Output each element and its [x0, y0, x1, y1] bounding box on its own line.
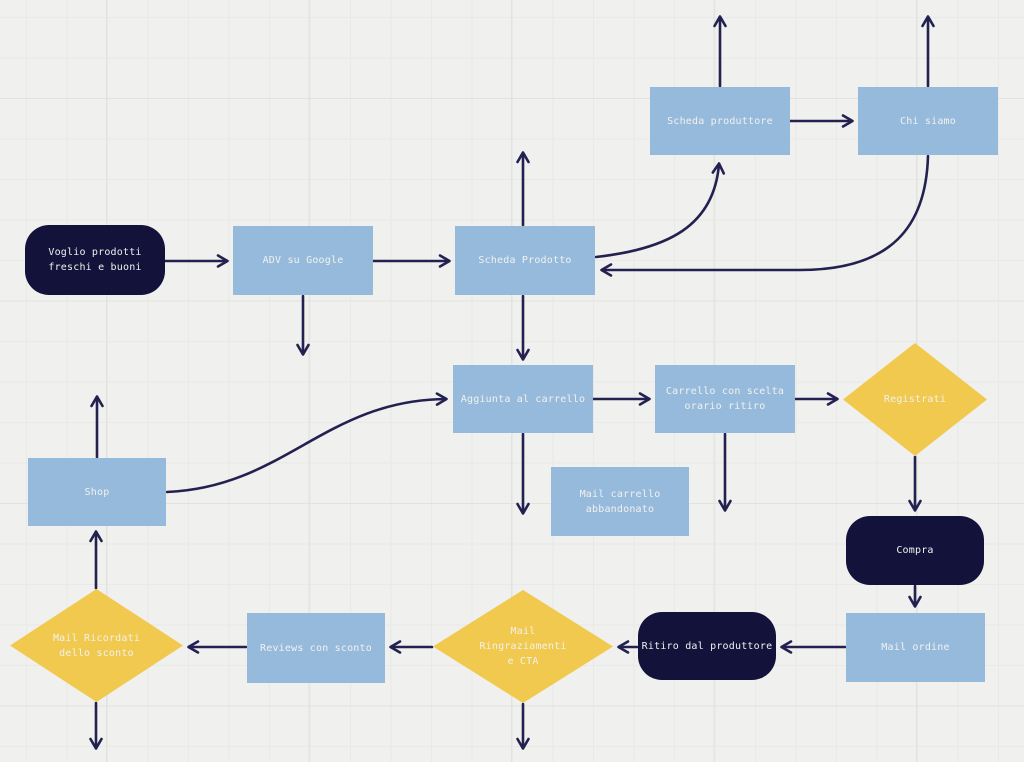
- node-label: Aggiunta al carrello: [460, 393, 586, 405]
- node-reviews-con-sconto[interactable]: Reviews con sconto: [247, 613, 385, 683]
- node-label: ADV su Google: [262, 255, 344, 266]
- node-label: Carrello con scelta orario ritiro: [665, 386, 785, 412]
- node-label: Reviews con sconto: [260, 642, 372, 654]
- node-aggiunta-al-carrello[interactable]: Aggiunta al carrello: [453, 365, 593, 433]
- node-label: Voglio prodotti freschi e buoni: [48, 247, 142, 273]
- node-shop[interactable]: Shop: [28, 458, 166, 526]
- node-registrati[interactable]: Registrati: [843, 343, 987, 456]
- node-label: Ritiro dal produttore: [641, 640, 773, 652]
- node-label: Chi siamo: [900, 115, 956, 127]
- node-carrello-scelta-orario[interactable]: Carrello con scelta orario ritiro: [655, 365, 795, 433]
- node-label: Scheda produttore: [667, 115, 773, 127]
- node-mail-ricordati-sconto[interactable]: Mail Ricordati dello sconto: [10, 589, 183, 702]
- node-mail-ringraziamenti-cta[interactable]: Mail Ringraziamenti e CTA: [433, 590, 613, 703]
- node-compra[interactable]: Compra: [846, 516, 984, 585]
- node-label: Mail carrello abbandonato: [579, 488, 661, 515]
- node-label: Mail Ringraziamenti e CTA: [479, 626, 567, 667]
- node-mail-ordine[interactable]: Mail ordine: [846, 613, 985, 682]
- node-ritiro-dal-produttore[interactable]: Ritiro dal produttore: [638, 612, 776, 680]
- node-label: Shop: [84, 486, 110, 498]
- node-voglio-prodotti[interactable]: Voglio prodotti freschi e buoni: [25, 225, 165, 295]
- node-mail-carrello-abbandonato[interactable]: Mail carrello abbandonato: [551, 467, 689, 536]
- node-scheda-produttore[interactable]: Scheda produttore: [650, 87, 790, 155]
- arrow-shop-to-aggiunta-curve: [165, 392, 448, 494]
- node-label: Mail ordine: [881, 642, 950, 653]
- node-scheda-prodotto[interactable]: Scheda Prodotto: [455, 226, 595, 295]
- node-label: Scheda Prodotto: [478, 255, 572, 266]
- node-adv-su-google[interactable]: ADV su Google: [233, 226, 373, 295]
- node-label: Compra: [896, 545, 934, 556]
- node-label: Mail Ricordati dello sconto: [52, 632, 141, 659]
- arrow-scheda-prodotto-to-scheda-produttore-curve: [594, 162, 726, 259]
- arrow-chi-siamo-to-scheda-prodotto-curve: [600, 154, 930, 277]
- node-label: Registrati: [883, 394, 947, 405]
- node-chi-siamo[interactable]: Chi siamo: [858, 87, 998, 155]
